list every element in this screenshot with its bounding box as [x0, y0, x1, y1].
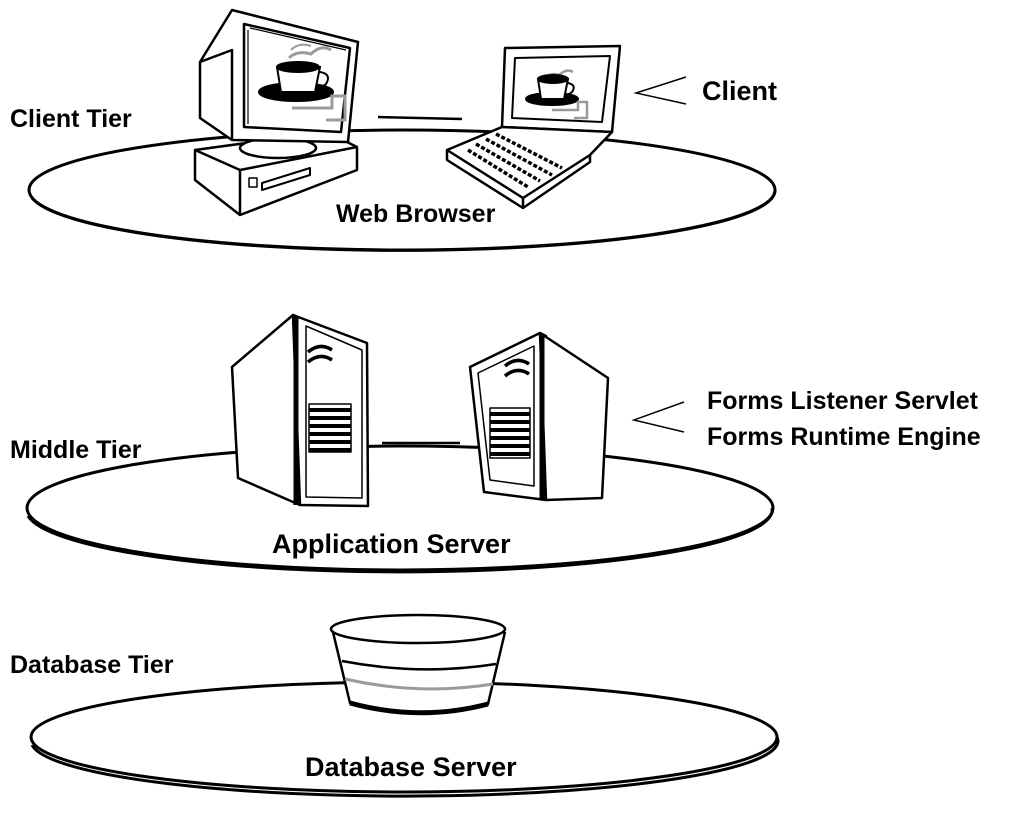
- middle-tier-label: Middle Tier: [10, 436, 142, 464]
- coffee-cup-icon: [525, 69, 589, 120]
- client-connector-line: [377, 115, 463, 121]
- client-tier-label: Client Tier: [10, 105, 132, 133]
- forms-runtime-engine-label: Forms Runtime Engine: [707, 423, 981, 451]
- tower-server-icon: [230, 313, 370, 508]
- forms-leader-line: [631, 401, 685, 433]
- application-server-label: Application Server: [272, 529, 511, 559]
- database-tier: Database Tier Database Server: [10, 613, 780, 798]
- web-browser-label: Web Browser: [336, 200, 496, 228]
- database-tier-platform-disc: [29, 680, 780, 798]
- database-cylinder-icon: [329, 613, 507, 716]
- client-role-label: Client: [702, 76, 777, 106]
- forms-listener-servlet-label: Forms Listener Servlet: [707, 387, 979, 415]
- client-leader-line: [633, 76, 687, 105]
- client-tier: Client Tier Web Browser Client: [10, 8, 777, 252]
- coffee-cup-icon: [258, 43, 347, 122]
- client-tier-platform-disc: [27, 128, 777, 252]
- middle-tier: Middle Tier Application Server Forms Lis…: [10, 313, 981, 574]
- tower-server-icon: [468, 331, 610, 502]
- database-tier-label: Database Tier: [10, 651, 174, 679]
- database-server-label: Database Server: [305, 752, 517, 782]
